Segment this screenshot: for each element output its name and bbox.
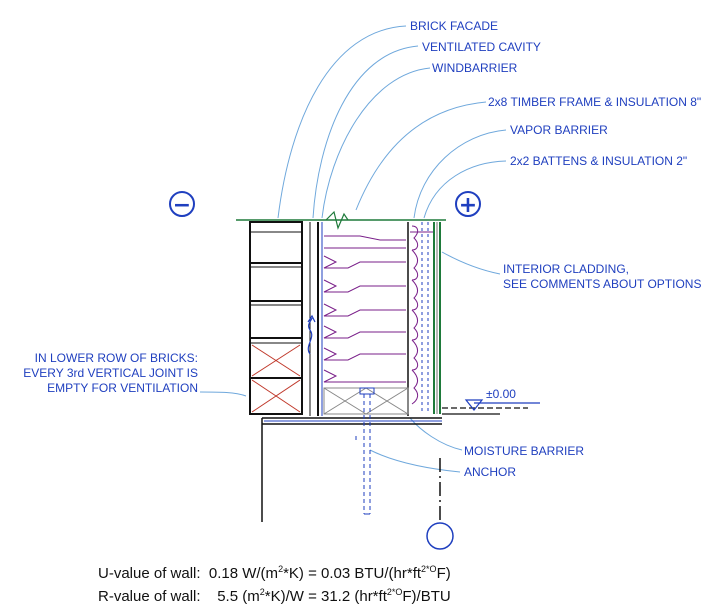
r-value-line: R-value of wall: 5.5 (m2*K)/W = 31.2 (hr… [98,587,451,605]
interior-sign: + [455,191,481,218]
battens [421,222,429,412]
r-value-prefix: R-value of wall: 5.5 (m [98,588,260,605]
u-value-suffix: F) [436,565,451,582]
brick-facade [249,221,303,415]
timber-frame-insulation [323,235,406,383]
bottom-plate [323,387,409,415]
label-lower-row-3: EMPTY FOR VENTILATION [47,381,198,395]
label-anchor: ANCHOR [464,465,516,479]
label-timber-frame: 2x8 TIMBER FRAME & INSULATION 8" [488,95,701,109]
vapor-barrier [411,225,419,405]
u-value-sup1: 2 [278,564,284,574]
label-brick-facade: BRICK FACADE [410,19,498,33]
exterior-sign: − [169,191,195,218]
label-vapor-barrier: VAPOR BARRIER [510,123,608,137]
section-marker-circle [426,522,454,550]
r-value-sup1: 2 [259,587,265,597]
r-value-mid: *K)/W = 31.2 (hr*ft [264,588,387,605]
label-interior-cladding-2: SEE COMMENTS ABOUT OPTIONS [503,277,701,291]
label-level: ±0.00 [486,387,516,401]
floor-level [442,407,528,415]
label-windbarrier: WINDBARRIER [432,61,518,75]
ventilation-crosses [251,344,301,413]
label-ventilated-cavity: VENTILATED CAVITY [422,40,541,54]
label-lower-row-2: EVERY 3rd VERTICAL JOINT IS [23,366,198,380]
airflow-arrow [307,317,313,355]
leader-lines [199,25,507,473]
interior-cladding [433,222,441,414]
label-moisture-barrier: MOISTURE BARRIER [464,444,584,458]
plus-sign: + [459,193,477,218]
u-value-mid: *K) = 0.03 BTU/(hr*ft [283,565,422,582]
label-lower-row-1: IN LOWER ROW OF BRICKS: [35,351,198,365]
anchor [355,387,375,515]
u-value-sup2: 2*O [421,564,437,574]
minus-sign: − [173,193,191,218]
label-battens: 2x2 BATTENS & INSULATION 2" [510,154,687,168]
level-triangle [464,399,484,411]
label-interior-cladding-1: INTERIOR CLADDING, [503,262,629,276]
r-value-sup2: 2*O [386,587,403,597]
u-value-prefix: U-value of wall: 0.18 W/(m [98,565,279,582]
break-symbol [325,210,349,230]
r-value-suffix: F)/BTU [402,588,451,605]
foundation [261,417,442,522]
u-value-line: U-value of wall: 0.18 W/(m2*K) = 0.03 BT… [98,564,451,582]
